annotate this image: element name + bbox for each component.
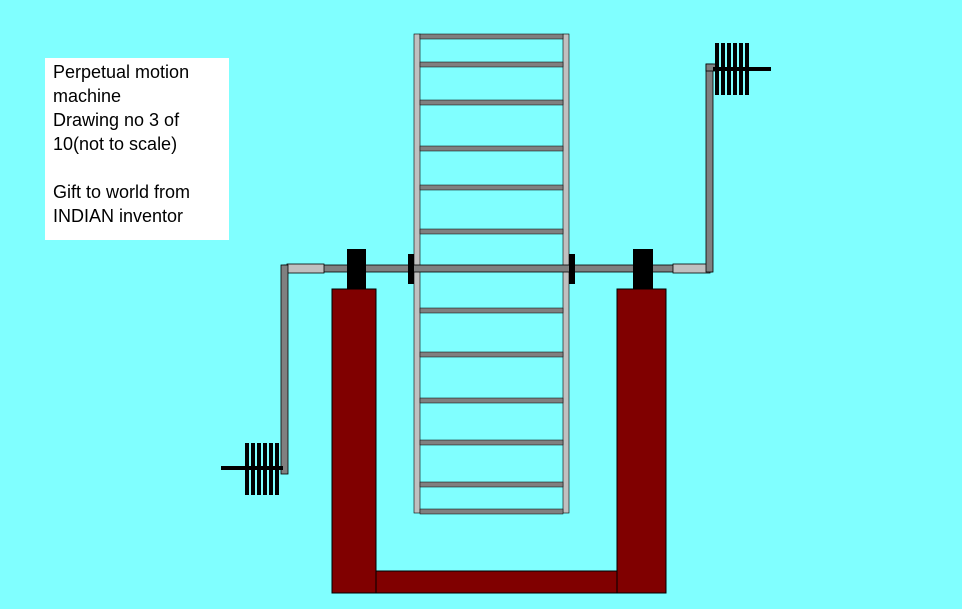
weight-plate	[733, 43, 737, 95]
weight-plate	[745, 43, 749, 95]
ladder-left-rail	[413, 33, 421, 514]
ladder-rung	[419, 33, 564, 40]
note-line: Drawing no 3 of	[53, 110, 180, 130]
weight-plate	[251, 443, 255, 495]
left-weight-stack	[221, 443, 283, 495]
left-collar	[408, 254, 414, 284]
ladder-rung	[419, 99, 564, 106]
ladder-rung	[419, 307, 564, 314]
ladder-rung	[419, 228, 564, 235]
frame-right-pillar	[616, 288, 667, 594]
left-crank-arm	[280, 264, 289, 475]
note-line: machine	[53, 86, 122, 106]
right-weight-stack	[713, 43, 771, 95]
note-line: Gift to world from	[53, 182, 191, 202]
right-collar	[569, 254, 575, 284]
weight-plate	[727, 43, 731, 95]
ladder-rung	[419, 481, 564, 488]
note-line: Perpetual motion	[53, 62, 190, 82]
right-bearing	[633, 249, 653, 289]
ladder-wheel	[413, 33, 570, 515]
note-line: INDIAN inventor	[53, 206, 184, 226]
shaft-assembly	[280, 63, 717, 475]
weight-plate	[721, 43, 725, 95]
weight-plate	[257, 443, 261, 495]
weight-plate	[739, 43, 743, 95]
note-line	[53, 156, 223, 180]
support-frame	[331, 288, 667, 594]
ladder-rung	[419, 508, 564, 515]
note-line: 10(not to scale)	[53, 134, 178, 154]
ladder-rung	[419, 184, 564, 191]
ladder-right-rail	[562, 33, 570, 514]
ladder-rung	[419, 61, 564, 68]
weight-plate	[245, 443, 249, 495]
weight-plate	[269, 443, 273, 495]
left-bearing	[347, 249, 366, 289]
weight-plate	[263, 443, 267, 495]
ladder-rung	[419, 351, 564, 358]
ladder-rungs	[419, 33, 564, 515]
ladder-rung	[419, 439, 564, 446]
ladder-rung	[419, 145, 564, 152]
right-crank-arm	[705, 63, 714, 273]
frame-left-pillar	[331, 288, 377, 594]
frame-base	[375, 570, 618, 594]
weight-plate	[275, 443, 279, 495]
weight-plate	[715, 43, 719, 95]
right-shaft-sleeve	[672, 263, 711, 274]
left-shaft-sleeve	[286, 263, 325, 274]
ladder-rung	[419, 397, 564, 404]
